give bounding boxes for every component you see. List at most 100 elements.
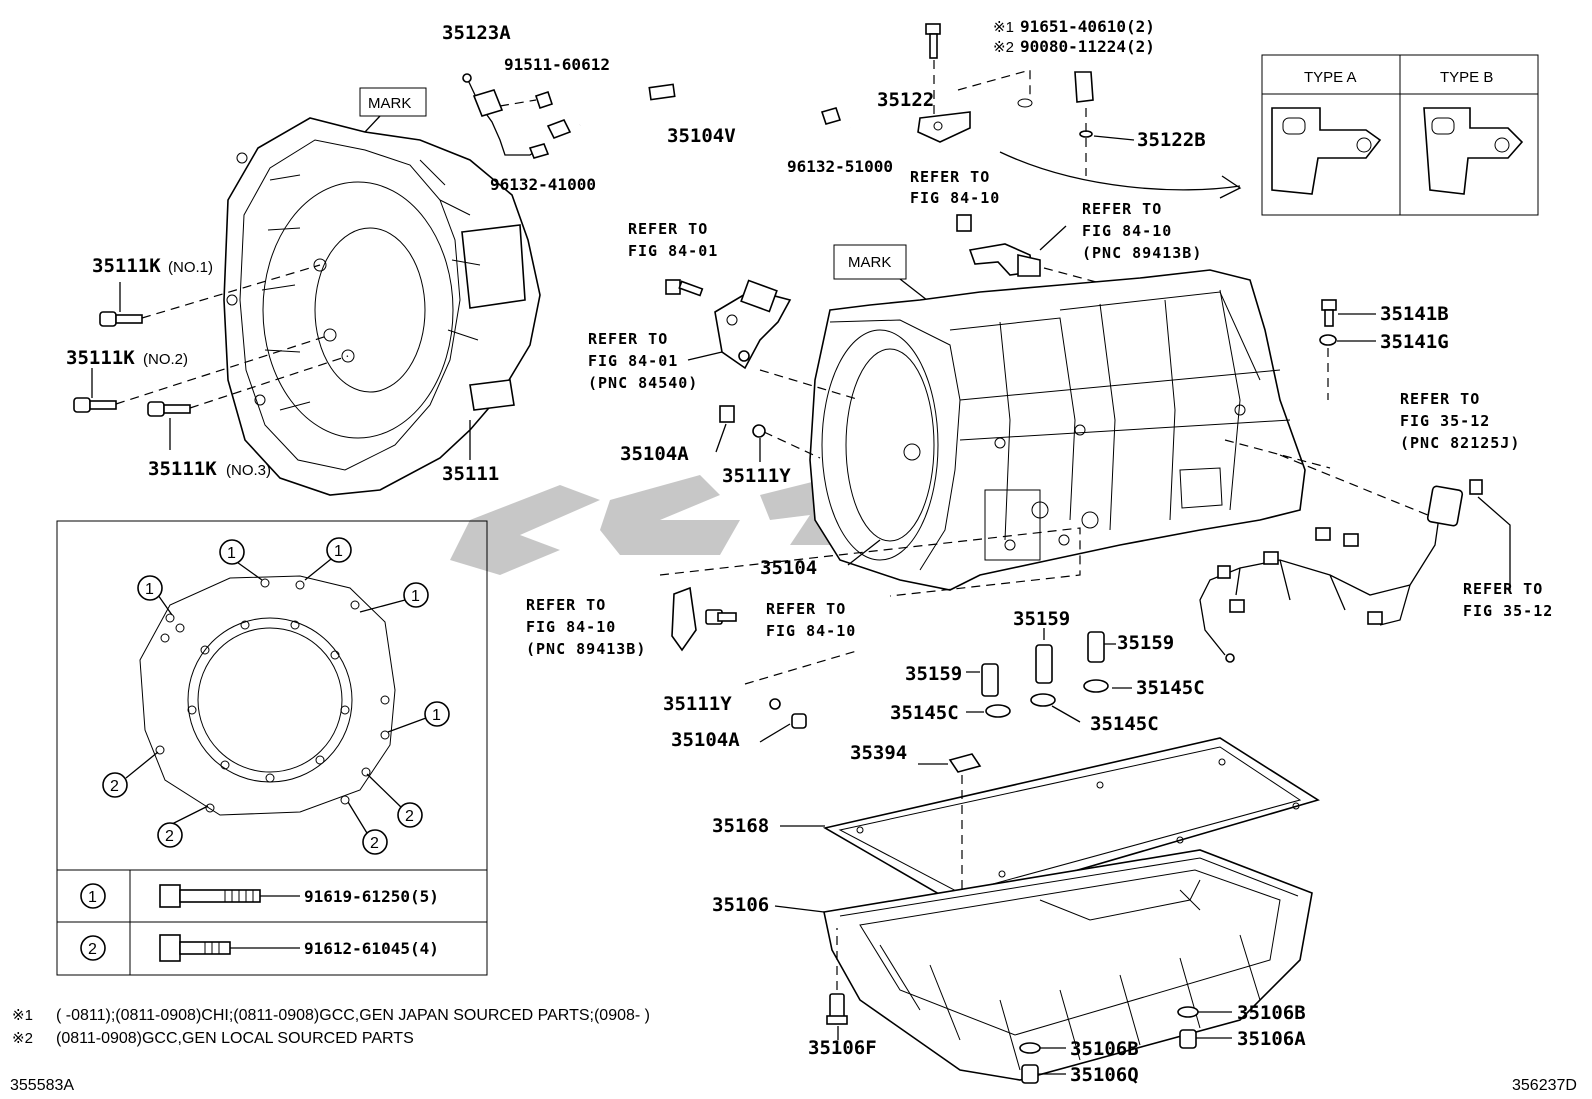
ref2-line3: (PNC 89413B) [1082, 244, 1202, 262]
label-35394: 35394 [850, 742, 907, 764]
bolt-35141B [1321, 299, 1376, 327]
leader-35104 [847, 539, 881, 566]
table-row-2-index: 2 [88, 941, 97, 958]
ref1-line1: REFER TO [910, 168, 990, 186]
label-35111Y-1: 35111Y [722, 465, 791, 487]
label-90080-11224: 90080-11224(2) [1020, 37, 1155, 56]
circle-label-1c: 1 [145, 581, 154, 598]
bolt-pattern-panel: 1 1 1 1 1 2 2 2 2 1 91619-61250(5) 2 [56, 520, 488, 976]
ref2-line2: FIG 84-10 [1082, 222, 1172, 240]
ref6-line2: FIG 35-12 [1463, 602, 1553, 620]
ref6-line1: REFER TO [1463, 580, 1543, 598]
washer-35122B [1079, 108, 1093, 176]
bolt-35111K-2 [73, 334, 331, 413]
circle-label-2d: 2 [370, 835, 379, 852]
label-91511-60612: 91511-60612 [504, 55, 610, 74]
label-35111Y-2: 35111Y [663, 693, 732, 715]
note-2-text: (0811-0908)GCC,GEN LOCAL SOURCED PARTS [56, 1030, 414, 1047]
label-35111K-2: 35111K [66, 347, 135, 369]
label-35111K-3: 35111K [148, 458, 217, 480]
leader-35106 [774, 905, 825, 913]
qualifier-no2: (NO.2) [143, 351, 188, 368]
mark-label-1: MARK [368, 95, 411, 112]
label-35122: 35122 [877, 89, 934, 111]
speed-sensor-bottom [671, 586, 737, 652]
circle-label-1b: 1 [334, 543, 343, 560]
ref8-line1: REFER TO [766, 600, 846, 618]
circle-label-2b: 2 [165, 828, 174, 845]
table-row-2-part: 91612-61045(4) [304, 939, 439, 958]
leader-dash [957, 69, 1031, 95]
label-35106Q: 35106Q [1070, 1064, 1139, 1086]
pipe-35122 [849, 71, 1094, 143]
mark-label-2: MARK [848, 254, 891, 271]
label-96132-51000: 96132-51000 [787, 157, 893, 176]
label-35145C-1: 35145C [1136, 677, 1205, 699]
label-35159-3: 35159 [905, 663, 962, 685]
bolt-91511-60612 [499, 90, 554, 110]
tube-35123A [462, 73, 550, 159]
dash-harness [1224, 439, 1441, 521]
circle-label-1d: 1 [411, 588, 420, 605]
circle-label-2c: 2 [405, 808, 414, 825]
note-1-symbol: ※1 [12, 1007, 33, 1024]
sym-1: ※1 [993, 19, 1014, 36]
speed-sensor-top [956, 214, 1101, 284]
type-b-label: TYPE B [1440, 69, 1493, 86]
ref7-line2: FIG 84-10 [526, 618, 616, 636]
table-row-2-index-circle [80, 935, 106, 961]
leader-ref4 [687, 351, 723, 361]
magnet-35394 [918, 753, 982, 960]
drain-plugs [826, 928, 1232, 1084]
sym-2: ※2 [993, 39, 1014, 56]
ref5-line3: (PNC 82125J) [1400, 434, 1520, 452]
label-35106: 35106 [712, 894, 769, 916]
label-35104A-1: 35104A [620, 443, 689, 465]
ref3-line1: REFER TO [628, 220, 708, 238]
plug-35104A-1 [715, 405, 735, 453]
ref4-line1: REFER TO [588, 330, 668, 348]
washer-35141G [1319, 334, 1376, 400]
ref7-line1: REFER TO [526, 596, 606, 614]
leader-35122B [1093, 135, 1135, 141]
label-96132-41000: 96132-41000 [490, 175, 596, 194]
label-35123A: 35123A [442, 22, 511, 44]
table-row-1-index: 1 [88, 889, 97, 906]
label-35122B: 35122B [1137, 129, 1206, 151]
label-35104: 35104 [760, 557, 817, 579]
bolt-fig-84-01 [665, 279, 704, 297]
oil-cooler-pipe-35104V [546, 83, 842, 140]
table-row-1-index-circle [80, 883, 106, 909]
label-35111K-1: 35111K [92, 255, 161, 277]
ref4-line2: FIG 84-01 [588, 352, 678, 370]
dash-case-bottom [659, 527, 1081, 597]
label-35106A: 35106A [1237, 1028, 1306, 1050]
bolt-35111K-1 [99, 264, 321, 327]
ref5-line2: FIG 35-12 [1400, 412, 1490, 430]
type-box [1261, 54, 1539, 216]
transmission-case-35104 [809, 269, 1306, 591]
wire-harness [1199, 479, 1511, 663]
label-35141B: 35141B [1380, 303, 1449, 325]
oil-pan-35106 [823, 849, 1313, 1081]
note-1-text: ( -0811);(0811-0908)CHI;(0811-0908)GCC,G… [56, 1007, 650, 1024]
label-35168: 35168 [712, 815, 769, 837]
oring-35111Y-2 [744, 649, 861, 710]
bolt-holes [155, 578, 390, 813]
label-35145C-3: 35145C [1090, 713, 1159, 735]
ref3-line2: FIG 84-01 [628, 242, 718, 260]
circle-label-1e: 1 [432, 707, 441, 724]
label-35106F: 35106F [808, 1037, 877, 1059]
mark-tag-1: MARK [359, 87, 427, 133]
ref1-line2: FIG 84-10 [910, 189, 1000, 207]
label-91651-40610: 91651-40610(2) [1020, 17, 1155, 36]
label-35106B-2: 35106B [1070, 1038, 1139, 1060]
label-35159-2: 35159 [1117, 632, 1174, 654]
qualifier-no3: (NO.3) [226, 462, 271, 479]
pan-gasket-35168 [822, 737, 1320, 906]
bolt-91651-90080 [925, 23, 941, 118]
ref7-line3: (PNC 89413B) [526, 640, 646, 658]
sensor-fig-84-01 [714, 279, 861, 401]
type-a-label: TYPE A [1304, 69, 1357, 86]
oring-35111Y-1 [752, 424, 821, 462]
